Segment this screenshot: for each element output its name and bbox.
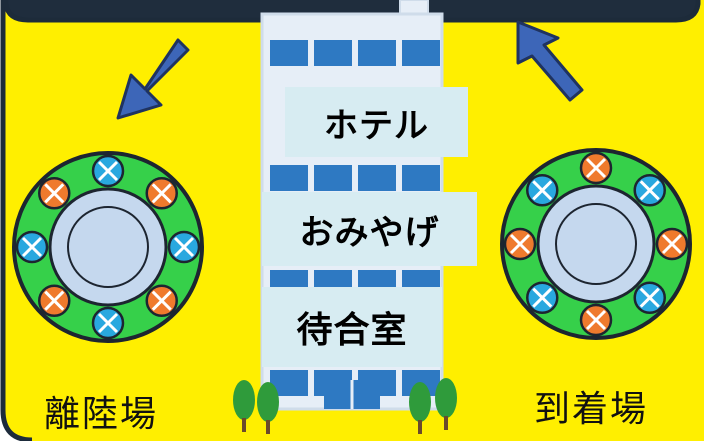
rotor-blade [639, 180, 660, 201]
rotor-blade [151, 290, 172, 311]
tree-trunk [418, 420, 422, 434]
tree-icon [409, 382, 431, 422]
rotor-blade [151, 183, 172, 204]
arrow-up-left-icon [516, 20, 584, 102]
floor-label-hotel: ホテル [285, 87, 468, 157]
vertiport-pad-departure [12, 151, 204, 343]
rotor-blade [639, 287, 660, 308]
tree-icon [233, 380, 255, 420]
rotor-blade [532, 287, 553, 308]
rotor-blade [661, 233, 683, 255]
tree-icon [257, 382, 279, 422]
arrival-pad-label: 到着場 [534, 389, 649, 430]
window-pane [402, 40, 440, 66]
rotor-blade [21, 236, 43, 258]
window-pane [314, 165, 352, 191]
trees [233, 378, 457, 434]
rotor-blade [44, 183, 65, 204]
tree-trunk [242, 418, 246, 432]
window-pane [358, 40, 396, 66]
tree-trunk [444, 416, 448, 430]
floor-label-waiting-room: 待合室 [262, 287, 442, 367]
tree-icon [435, 378, 457, 418]
rotor-blade [585, 157, 607, 179]
pad-inner-circle [555, 203, 637, 285]
tree-trunk [266, 420, 270, 434]
rotor-blade [585, 309, 607, 331]
window-pane [270, 40, 308, 66]
building-windows [270, 40, 440, 396]
rotor-blade [173, 236, 195, 258]
departure-pad-label: 離陸場 [44, 394, 159, 435]
floor-label-souvenirs: おみやげ [262, 192, 477, 266]
rotor-blade [97, 160, 119, 182]
window-pane [314, 40, 352, 66]
rotor-blade [532, 180, 553, 201]
vertiport-pad-arrival [500, 148, 692, 340]
window-pane [270, 165, 308, 191]
rotor-blade [44, 290, 65, 311]
arrow-down-left-icon [116, 38, 190, 120]
rotor-blade [97, 312, 119, 334]
pad-inner-circle [67, 206, 149, 288]
window-pane [358, 165, 396, 191]
rotor-blade [509, 233, 531, 255]
field-border [0, 0, 33, 441]
window-pane [402, 165, 440, 191]
